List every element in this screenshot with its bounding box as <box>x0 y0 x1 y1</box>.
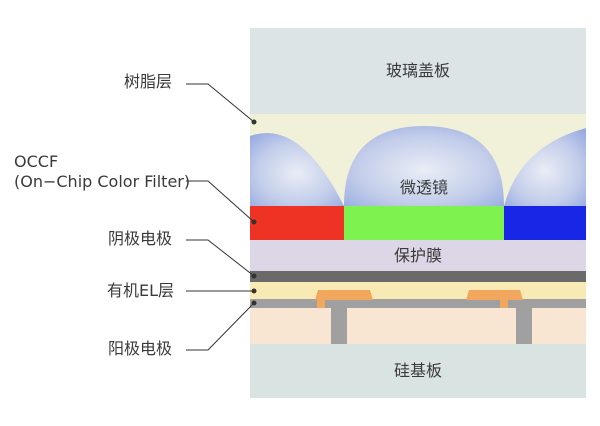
via-left <box>331 308 347 344</box>
micro-lens-left <box>250 132 344 206</box>
filter-blue <box>504 206 586 240</box>
dot-occf <box>251 219 257 225</box>
silicon-substrate-layer <box>250 344 586 398</box>
filter-green <box>344 206 504 240</box>
dot-cathode <box>251 273 257 279</box>
contact-pad-right <box>466 290 523 300</box>
label-organic-el: 有机EL层 <box>107 281 175 300</box>
leader-dots <box>251 119 257 306</box>
tft-layer <box>250 308 586 344</box>
filter-red <box>250 206 344 240</box>
anode-layer <box>250 299 586 308</box>
contact-pad-left <box>315 290 373 300</box>
leader-lines <box>186 83 255 351</box>
glass-cover-layer <box>250 28 586 114</box>
label-resin-layer: 树脂层 <box>124 72 173 91</box>
color-filter-layer <box>250 206 586 240</box>
label-cathode: 阴极电极 <box>108 229 173 248</box>
leader-resin <box>186 83 255 123</box>
label-micro-lens: 微透镜 <box>399 178 449 197</box>
leader-anode <box>186 302 255 351</box>
cathode-layer <box>250 271 586 282</box>
leader-cathode <box>186 239 255 277</box>
protective-film-layer <box>250 240 586 271</box>
dot-resin <box>251 119 257 125</box>
organic-el-layer <box>250 282 586 299</box>
label-occf: OCCF <box>14 152 59 171</box>
label-silicon-substrate: 硅基板 <box>393 361 443 380</box>
pixel-contacts <box>315 290 532 344</box>
micro-lens-center <box>344 126 504 206</box>
via-left-upper <box>317 299 325 308</box>
micro-lens-right <box>504 128 586 206</box>
leader-occf <box>186 180 255 223</box>
label-anode: 阳极电极 <box>108 339 173 358</box>
dot-anode <box>251 300 257 306</box>
label-occf-full: (On−Chip Color Filter) <box>14 172 191 191</box>
micro-lens-array <box>250 126 586 206</box>
via-right-upper <box>500 299 508 308</box>
label-protective-film: 保护膜 <box>393 246 443 265</box>
dot-organic <box>251 288 257 294</box>
label-glass-cover: 玻璃盖板 <box>385 61 451 80</box>
via-right <box>516 308 532 344</box>
